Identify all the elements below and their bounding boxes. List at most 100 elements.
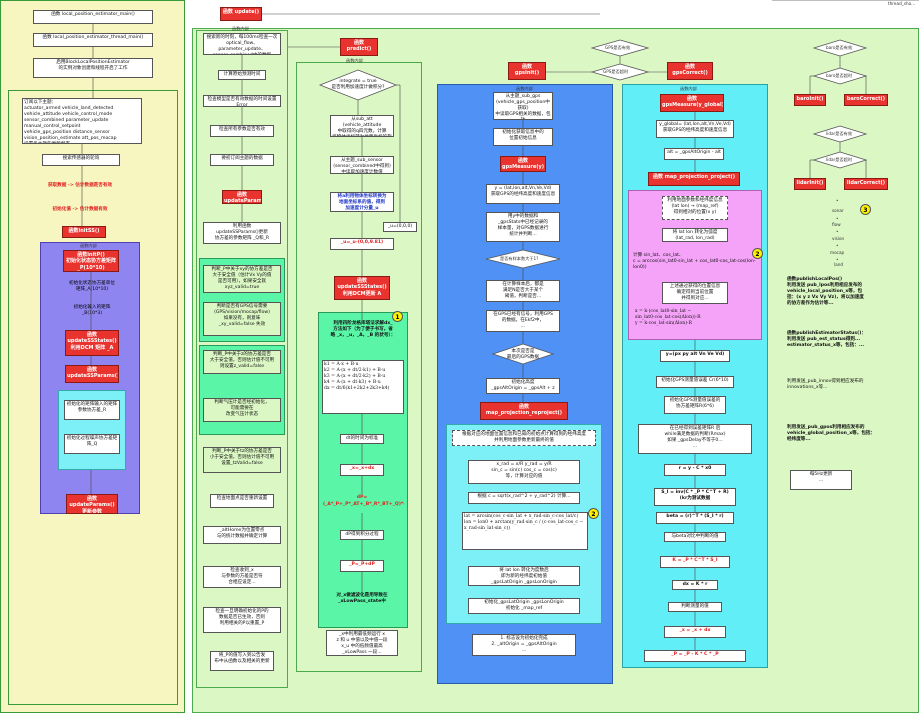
- predict-lowpass: 对_x做滤波化是用导致在 _xLowPass_state中: [336, 593, 388, 604]
- predict-u-assign: _u=_u-(0,0,9.81): [330, 238, 394, 250]
- top-right-label: thread_sho...: [888, 1, 916, 6]
- sensor-flow: flow: [832, 222, 841, 227]
- gpsCorrect-step-4: 初始化GPS测量值误差的 协方差矩阵R(6*6): [664, 396, 726, 414]
- predict-x-eq: _x=_x+dx: [340, 464, 384, 476]
- update-step-2: 计算原始预测时间: [218, 70, 266, 80]
- update-green-2: 判断是否有GPS信号需要 (GPS/vision/mocap/flow) 如果没…: [203, 302, 281, 336]
- update-step-5: 要初订阅主题的数据: [210, 154, 274, 166]
- gpsCorrect-inner-label: 函数内部: [680, 86, 697, 91]
- project-step-1: 将 lat lon 转化为弧度 (lat_rad, lon_rad): [662, 228, 728, 242]
- publish-estimator-status: 函数publishEstimatorStatus()： 利用发送 pub_est…: [787, 331, 866, 348]
- predict-diamond-label: integrate = true 是否利用加速度计做积分?: [331, 79, 385, 90]
- gpsMeasure-global-function: 函数 gpsMeasure(y_global): [660, 94, 724, 112]
- sensor-dot-5: •: [836, 257, 839, 262]
- project-formula: x = k·(cos_lat0·sin_lat − sin_lat0·cos_l…: [635, 309, 701, 326]
- reproject-formula: lat = arcsin(cos_c·sin_lat + x_rad·sin_c…: [462, 512, 588, 550]
- gps-diamond-2: GPS是否超时: [603, 69, 629, 74]
- predict-rk-text: 利用四阶龙格库塔法求解dx_ 方法如下（为了便于书写，省 略 _x，_u，_A，…: [330, 321, 396, 338]
- updateSSStates-function: 函数 updateSSStates() 利用DCM 矩阵 _A: [65, 330, 119, 356]
- loop-note: 每5Hz更新 ...: [790, 470, 852, 490]
- gps-beta: beta = (r)^T * (S_I * r): [656, 512, 734, 524]
- sensor-dot-3: •: [836, 229, 839, 234]
- gpsCorrect-step-1: y_global= (lat,lon,alt,Vn,Ve,Vd) 获取GPS的经…: [656, 120, 734, 138]
- update-green-4: 判断气压计是否经初始化， 可能需要在 改变气压计状态: [203, 398, 281, 422]
- lidarCorrect-function: lidarCorrect(): [844, 178, 888, 190]
- publish-global-pos: 利用发送_pub_gpos利用相应发布的 vehicle_global_posi…: [787, 425, 876, 442]
- publish-innov: 利用发送_pub_innov得到相应发布的 innovations_x等...: [787, 379, 864, 390]
- gps-x-eq: _x = _x + dx: [664, 626, 726, 638]
- gps-step: 判断测量的值: [668, 602, 722, 612]
- baroCorrect-function: baroCorrect(): [844, 94, 888, 106]
- predict-rk-formula: k1 = A·x + B·u k2 = A·(x + dt/2·k1) + B·…: [322, 360, 404, 414]
- update-green-3: 判断_P中关于z的协方差是否 大于安全值，否则估计值不可用 则设置z_valid…: [203, 350, 281, 374]
- main-function-box: 函数 local_position_estimator_main(): [33, 10, 153, 24]
- update-step-10: 检查一旦明确初始化的P的 数据是否已生效，否则 利用相关的P以重置_P: [203, 607, 281, 633]
- update-step-7: 检查地面点是否重新设置: [210, 494, 274, 508]
- gpsInit-final: 1. 标志设为初始化完成 2. _altOrigin = _gpsAltOrig…: [472, 634, 576, 656]
- predict-u-zero: _u=(0,0,0): [383, 222, 417, 232]
- predict-inner-label: 函数内部: [346, 58, 363, 63]
- gps-diamond-1: GPS是否有效: [605, 45, 631, 50]
- gps-r-eq: r = y - C * x0: [664, 464, 726, 476]
- gpsInit-step-5: 在计算样本后，都是 满足N是否大于某个 阈值，判断是否...: [486, 280, 560, 302]
- update-function: 函数 update(): [220, 7, 262, 21]
- update-green-5: 判断_P中关于tz的协方差是否 小于安全值，否则估计值不可用 设置_tzVali…: [203, 447, 281, 473]
- sensor-mocap: mocap: [830, 250, 845, 255]
- lidar-valid-diamond: lidar是否有效: [826, 131, 853, 136]
- update-step-11: 将_P的值写入到公告发 布中从函数以及相关的更新: [210, 651, 274, 671]
- gps-K-eq: K = _P * C^T * S_I: [660, 556, 730, 568]
- gpsCorrect-step-2: alt = _gpsAltOrigin - alt: [664, 148, 724, 160]
- marker-circle-3: 3: [860, 204, 871, 215]
- sensor-dot-2: •: [836, 216, 839, 221]
- sensor-sonar: sonar: [832, 208, 844, 213]
- sensor-vision: vision: [832, 236, 845, 241]
- predict-updateSSStates: 函数 updateSSStates() 利用DCM更新 A: [334, 276, 390, 300]
- baroInit-function: baroInit(): [794, 94, 826, 106]
- poll-box: 搜索传感器的轮询: [42, 154, 120, 166]
- gpsCorrect-function: 函数 gpsCorrect(): [667, 62, 713, 80]
- baro-valid-diamond: baro是否有效: [826, 45, 853, 50]
- gpsInit-step-2: 初始化获取信息中的 位置初始信息: [493, 128, 553, 146]
- update-step-1: 搜索新的时刻，每100ms检查一次 optical_flow、parameter…: [203, 33, 281, 55]
- predict-dP: (_A*_P+_P*_AT+_B*_R*_BT+_Q)*dt: [323, 502, 404, 507]
- gps-dx-eq: dx = K * r: [672, 580, 718, 590]
- publish-local-pos: 函数publishLocalPos() 利用发送 pub_lpos利用相应发布的…: [787, 277, 864, 306]
- predict-dt: dt的时间为标准: [340, 434, 384, 444]
- predict-step-1: 从sub_att (vehicle_attitude 中取得的q四元数，计算 将…: [330, 115, 394, 137]
- sensor-dot-1: •: [836, 198, 839, 203]
- marker-circle-1: 1: [392, 311, 403, 322]
- red-note-1: 获取数据 -> 估计数据是否有效: [47, 183, 113, 188]
- gps-S-eq: S_I = inv(C * _P * C^T + R) (kr为测试数据: [654, 488, 736, 506]
- update-inner-label: 函数内部: [232, 26, 249, 31]
- updateParams-function: 函数 updateParams(): [222, 190, 262, 204]
- marker-circle-2a: 2: [588, 508, 599, 519]
- marker-circle-2b: 2: [752, 248, 763, 259]
- update-step-9: 检查收到_x 与参数的方差是否符 合相应设定...: [203, 566, 281, 588]
- updateParams-bottom: 函数 updateParams() 更新参数: [66, 494, 118, 514]
- project-step-2: 计算 sin_lat、cos_lat、 c = arccos(sin_lat0·…: [633, 253, 756, 270]
- reproject-step-2: 根据 c = sqrt(x_rad^2 + y_rad^2) 计算...: [468, 492, 580, 504]
- initP-desc-2: 初始化输入的矩阵_B(10*3): [68, 304, 116, 322]
- gps-beta-txt: 与beta对比中判断的值: [664, 532, 726, 542]
- gpsInit-step-6: 在GPS已经有信号，利用GPS 的数据，在Ekf2中， ...: [486, 310, 560, 332]
- update-step-3: 检查模型是否有效数据的时间设置Error: [203, 95, 281, 107]
- initP-desc-1: 初始化状态协方差单位矩阵_A(10*10): [68, 280, 116, 298]
- initSS-inner-label: 函数内部: [80, 243, 97, 248]
- baro-timeout-diamond: baro是否超时: [826, 73, 853, 78]
- gpsMeasure-function: 函数 gpsMeasure(y): [500, 156, 546, 172]
- reproject-step-4: 初始化_gpsLatOrigin _gpsLonOrigin 初始化 _map_…: [468, 598, 580, 614]
- map-project-function: 函数 map_projection_project(): [648, 172, 740, 186]
- gps-last-diamond: 本次是否是 最后的GPS数据: [506, 349, 540, 360]
- gpsInit-function: 函数 gpsInit(): [508, 62, 546, 80]
- update-step-8: _altHome为位置零点 与的统计数据并确定计算: [203, 526, 281, 544]
- topics-box: 订阅以下主题： actuator_armed vehicle_land_dete…: [22, 98, 142, 144]
- update-green-1: 判断_P中关于xy的协方差是否 大于安全值（估计Vx Vy的值 是否可用），如果…: [203, 265, 281, 293]
- predict-bottom-note: _x中利用最低频运行 x z 和 u 中值以及中值一段 x_u 中的低频值最高 …: [326, 630, 398, 656]
- map-reproject-function: 函数 map_projection_reproject(): [480, 402, 568, 420]
- cyan-inner-box-1: 初始化的矩阵输入的矩阵参数协方差_R: [64, 400, 120, 420]
- predict-blue-text: 将a利用物体坐标转换为 地面坐标系的值，得到 加速度计分量_u: [330, 192, 394, 212]
- gps-y-vector: y=(px py alt Vn Ve Vd): [660, 350, 730, 362]
